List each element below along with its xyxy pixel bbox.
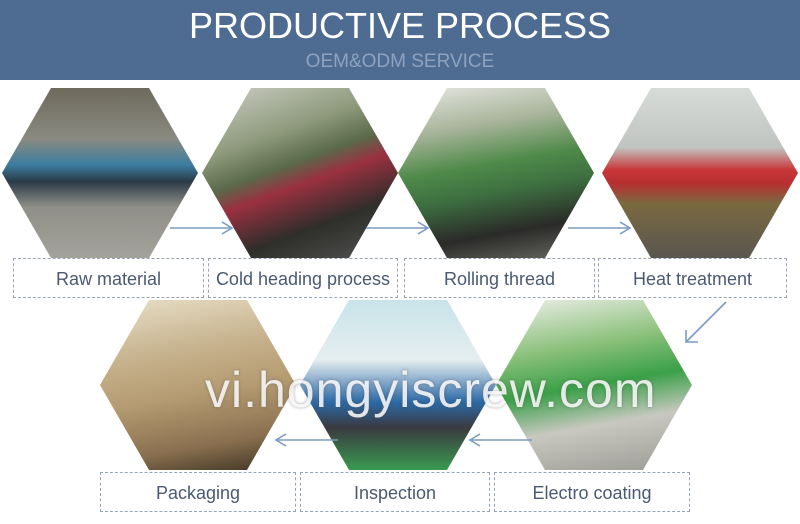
arrow-right-icon — [170, 221, 234, 235]
header-banner: PRODUCTIVE PROCESS OEM&ODM SERVICE — [0, 0, 800, 80]
step-label-inspection: Inspection — [300, 472, 490, 512]
page-subtitle: OEM&ODM SERVICE — [305, 51, 495, 72]
step-label-packaging: Packaging — [100, 472, 296, 512]
step-label-electro-coating: Electro coating — [494, 472, 690, 512]
photo-electro-coating — [496, 300, 692, 470]
arrow-left-icon — [468, 433, 532, 447]
page-title: PRODUCTIVE PROCESS — [188, 5, 612, 46]
step-label-cold-heading: Cold heading process — [208, 258, 398, 298]
arrow-down-left-icon — [685, 301, 727, 343]
watermark: vi.hongyiscrew.com — [205, 362, 657, 418]
arrow-right-icon — [568, 221, 632, 235]
step-label-heat-treatment: Heat treatment — [598, 258, 787, 298]
step-label-rolling-thread: Rolling thread — [404, 258, 595, 298]
photo-heat-treatment — [602, 88, 798, 258]
arrow-right-icon — [366, 221, 430, 235]
step-label-raw-material: Raw material — [13, 258, 204, 298]
arrow-left-icon — [274, 433, 338, 447]
